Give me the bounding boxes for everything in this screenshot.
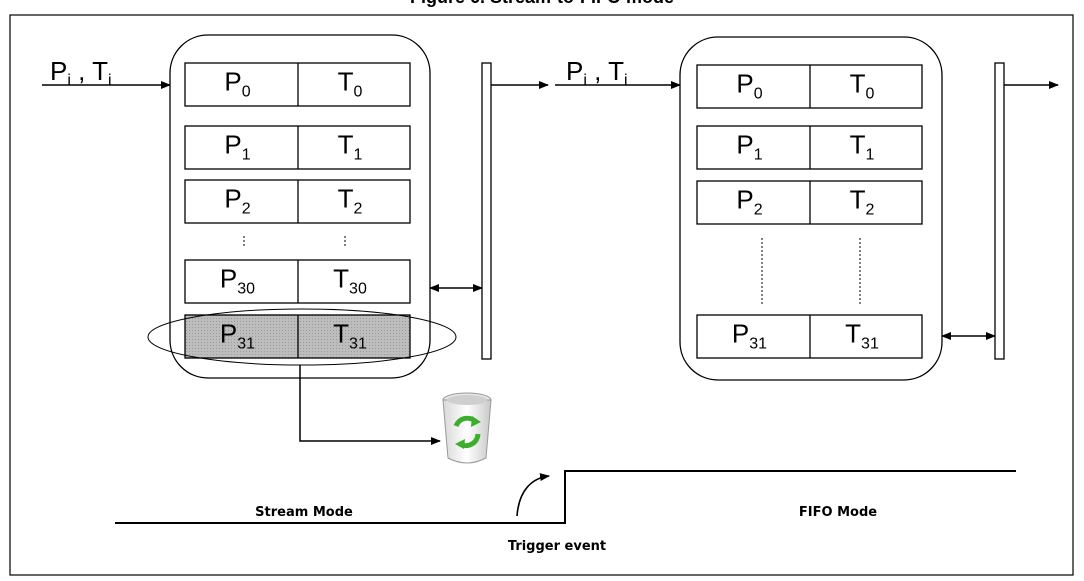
recycle-bin-icon bbox=[442, 392, 492, 464]
left-bus-bar bbox=[481, 62, 492, 360]
right-buffer-row-2: P2 T2 bbox=[696, 180, 923, 225]
left-cell-p30: P30 bbox=[220, 264, 255, 298]
mode-timeline bbox=[115, 470, 1016, 524]
right-cell-p2: P2 bbox=[736, 185, 762, 219]
left-cell-t2: T2 bbox=[338, 184, 363, 218]
discard-highlight bbox=[147, 308, 457, 366]
right-input: Pi , Ti bbox=[555, 56, 681, 89]
left-cell-t30: T30 bbox=[333, 264, 367, 298]
right-buffer-row-31: P31 T31 bbox=[696, 314, 923, 359]
discard-arrow bbox=[299, 365, 441, 445]
left-cell-p31: P31 bbox=[220, 319, 255, 353]
left-cell-p2: P2 bbox=[224, 184, 250, 218]
right-cell-t0: T0 bbox=[850, 69, 875, 103]
left-buffer-row-30: P30 T30 bbox=[184, 259, 411, 304]
figure-title: Figure 6. Stream-to-FIFO mode bbox=[0, 0, 1084, 8]
trigger-arrow bbox=[516, 473, 550, 517]
trigger-event-label: Trigger event bbox=[508, 539, 606, 554]
left-buffer-row-1: P1 T1 bbox=[184, 125, 411, 170]
left-buffer-row-2: P2 T2 bbox=[184, 179, 411, 224]
right-buffer-row-1: P1 T1 bbox=[696, 125, 923, 170]
left-input-label: Pi , Ti bbox=[50, 56, 112, 89]
right-bus-bar bbox=[994, 62, 1005, 360]
stream-mode-label: Stream Mode bbox=[255, 505, 353, 520]
right-cell-p0: P0 bbox=[736, 69, 762, 103]
left-cell-t0: T0 bbox=[338, 67, 363, 101]
left-cell-p0: P0 bbox=[224, 67, 250, 101]
left-cell-t31: T31 bbox=[333, 319, 367, 353]
right-buffer-row-0: P0 T0 bbox=[696, 64, 923, 109]
left-input: Pi , Ti bbox=[42, 56, 171, 89]
left-cell-t1: T1 bbox=[338, 130, 363, 164]
right-cell-t1: T1 bbox=[850, 130, 875, 164]
right-cell-t2: T2 bbox=[850, 185, 875, 219]
right-cell-p1: P1 bbox=[736, 130, 762, 164]
left-cell-p1: P1 bbox=[224, 130, 250, 164]
right-cell-p31: P31 bbox=[732, 319, 767, 353]
right-cell-t31: T31 bbox=[845, 319, 879, 353]
figure-border bbox=[9, 14, 1074, 576]
left-buffer-row-0: P0 T0 bbox=[184, 62, 411, 107]
fifo-mode-label: FIFO Mode bbox=[799, 505, 877, 520]
right-input-label: Pi , Ti bbox=[566, 56, 628, 89]
left-buffer-row-31: P31 T31 bbox=[184, 314, 411, 359]
right-buffer-container bbox=[679, 36, 943, 381]
